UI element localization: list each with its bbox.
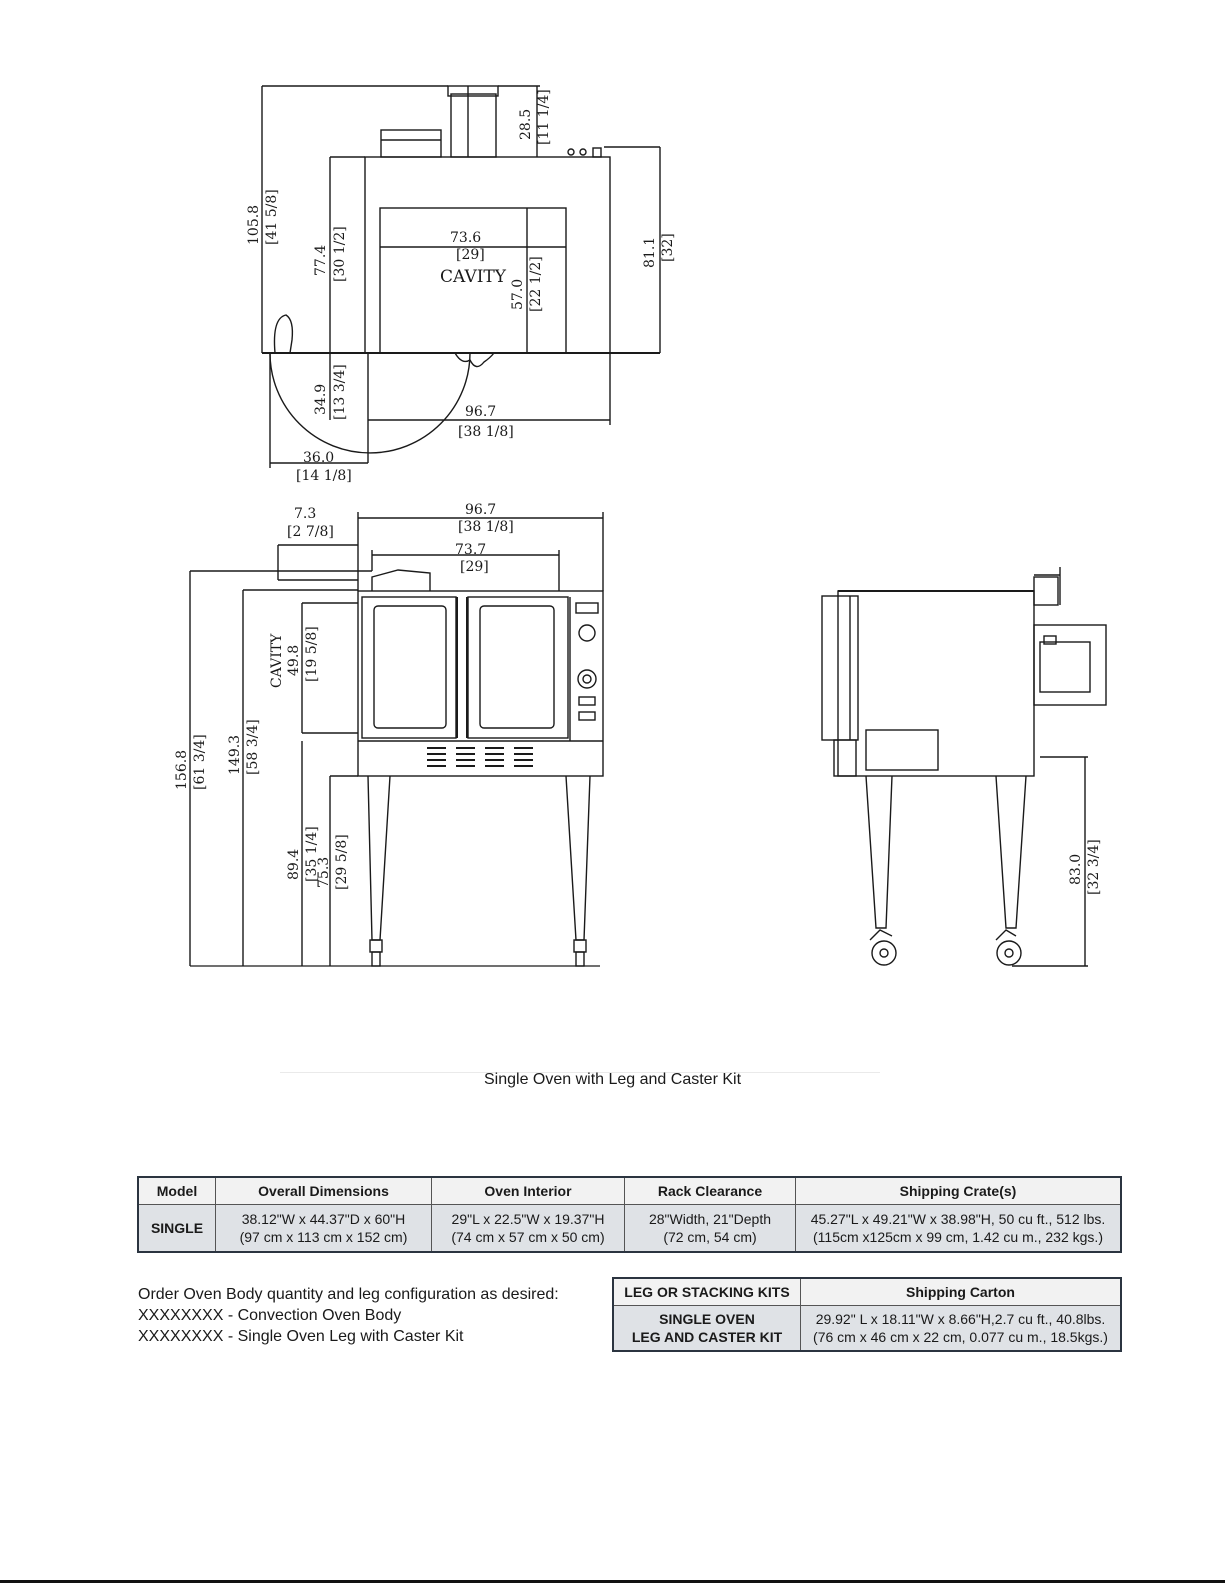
oven-interior-cell: 29"L x 22.5"W x 19.37"H(74 cm x 57 cm x … [431, 1204, 625, 1253]
dim-body-depth-in: [30 1/2] [332, 226, 348, 282]
header-model: Model [137, 1176, 216, 1205]
dim-body-depth-mm: 77.4 [313, 245, 329, 276]
dim-top-clear-mm: 28.5 [518, 109, 534, 140]
dim-right-depth-mm: 81.1 [642, 237, 658, 268]
top-view [261, 85, 661, 468]
order-line: Order Oven Body quantity and leg configu… [138, 1286, 559, 1303]
dim-front-width-mm: 96.7 [465, 502, 496, 518]
dim-front-width-in: [38 1/8] [458, 519, 514, 535]
dim-door-swing-in: [13 3/4] [332, 364, 348, 420]
dim-overall-depth-mm: 105.8 [246, 205, 262, 245]
dim-cavity-width-in: [29] [456, 247, 485, 263]
dim-top-width-mm: 96.7 [465, 404, 496, 420]
rack-clearance-cell: 28"Width, 21"Depth(72 cm, 54 cm) [624, 1204, 796, 1253]
dim-body-top-mm: 149.3 [227, 735, 243, 775]
dim-cavity-height-in: [19 5/8] [304, 626, 320, 682]
order-line: XXXXXXXX - Single Oven Leg with Caster K… [138, 1328, 464, 1345]
overall-dimensions-cell: 38.12"W x 44.37"D x 60"H(97 cm x 113 cm … [215, 1204, 432, 1253]
order-instructions: Order Oven Body quantity and leg configu… [138, 1284, 559, 1347]
header-overall-dimensions: Overall Dimensions [215, 1176, 432, 1205]
front-cavity-label: CAVITY [269, 633, 285, 688]
header-shipping-crate: Shipping Crate(s) [795, 1176, 1122, 1205]
dim-overall-depth-in: [41 5/8] [264, 189, 280, 245]
dim-door-swing-mm: 34.9 [313, 384, 329, 415]
dim-total-height-mm: 156.8 [174, 750, 190, 790]
dim-total-height-in: [61 3/4] [192, 734, 208, 790]
side-view [821, 567, 1107, 967]
header-shipping-carton: Shipping Carton [800, 1277, 1122, 1306]
dim-leg-height-mm: 75.3 [316, 857, 332, 888]
dim-front-cavity-width-mm: 73.7 [455, 542, 486, 558]
caption-rule [280, 1072, 880, 1073]
dim-bottom-height-in: [35 1/4] [304, 826, 320, 882]
dim-cavity-width-mm: 73.6 [450, 230, 481, 246]
leg-kit-table: LEG OR STACKING KITS Shipping Carton SIN… [612, 1277, 1122, 1352]
header-oven-interior: Oven Interior [431, 1176, 625, 1205]
dim-front-cavity-width-in: [29] [460, 559, 489, 575]
header-rack-clearance: Rack Clearance [624, 1176, 796, 1205]
table-row: SINGLE 38.12"W x 44.37"D x 60"H(97 cm x … [137, 1204, 1122, 1253]
top-cavity-label: CAVITY [440, 267, 507, 287]
dim-door-offset-in: [14 1/8] [296, 468, 352, 484]
dim-right-depth-in: [32] [660, 233, 676, 262]
dim-side-leg-height-in: [32 3/4] [1086, 839, 1102, 895]
dim-door-offset-mm: 36.0 [303, 450, 334, 466]
dim-side-leg-height-mm: 83.0 [1068, 854, 1084, 885]
dim-side-offset-in: [2 7/8] [287, 524, 334, 540]
header-leg-kits: LEG OR STACKING KITS [612, 1277, 801, 1306]
shipping-carton-cell: 29.92" L x 18.11"W x 8.66"H,2.7 cu ft., … [800, 1305, 1122, 1352]
dim-cavity-depth-in: [22 1/2] [528, 256, 544, 312]
dim-side-offset-mm: 7.3 [294, 506, 316, 522]
dim-body-top-in: [58 3/4] [245, 719, 261, 775]
page-bottom-rule [0, 1580, 1225, 1583]
technical-drawing: CAVITY 73.6 [29] 96.7 [38 1/8] 36.0 [14 … [174, 85, 1107, 967]
dim-bottom-height-mm: 89.4 [286, 849, 302, 880]
dim-leg-height-in: [29 5/8] [334, 834, 350, 890]
order-line: XXXXXXXX - Convection Oven Body [138, 1307, 402, 1324]
specifications-table: Model Overall Dimensions Oven Interior R… [137, 1176, 1122, 1253]
dim-top-width-in: [38 1/8] [458, 424, 514, 440]
figure-caption: Single Oven with Leg and Caster Kit [483, 1071, 742, 1088]
front-view [189, 512, 604, 967]
shipping-crate-cell: 45.27"L x 49.21"W x 38.98"H, 50 cu ft., … [795, 1204, 1122, 1253]
dim-cavity-depth-mm: 57.0 [510, 279, 526, 310]
model-cell: SINGLE [137, 1204, 216, 1253]
dim-cavity-height-mm: 49.8 [286, 645, 302, 676]
dim-top-clear-in: [11 1/4] [536, 89, 552, 145]
